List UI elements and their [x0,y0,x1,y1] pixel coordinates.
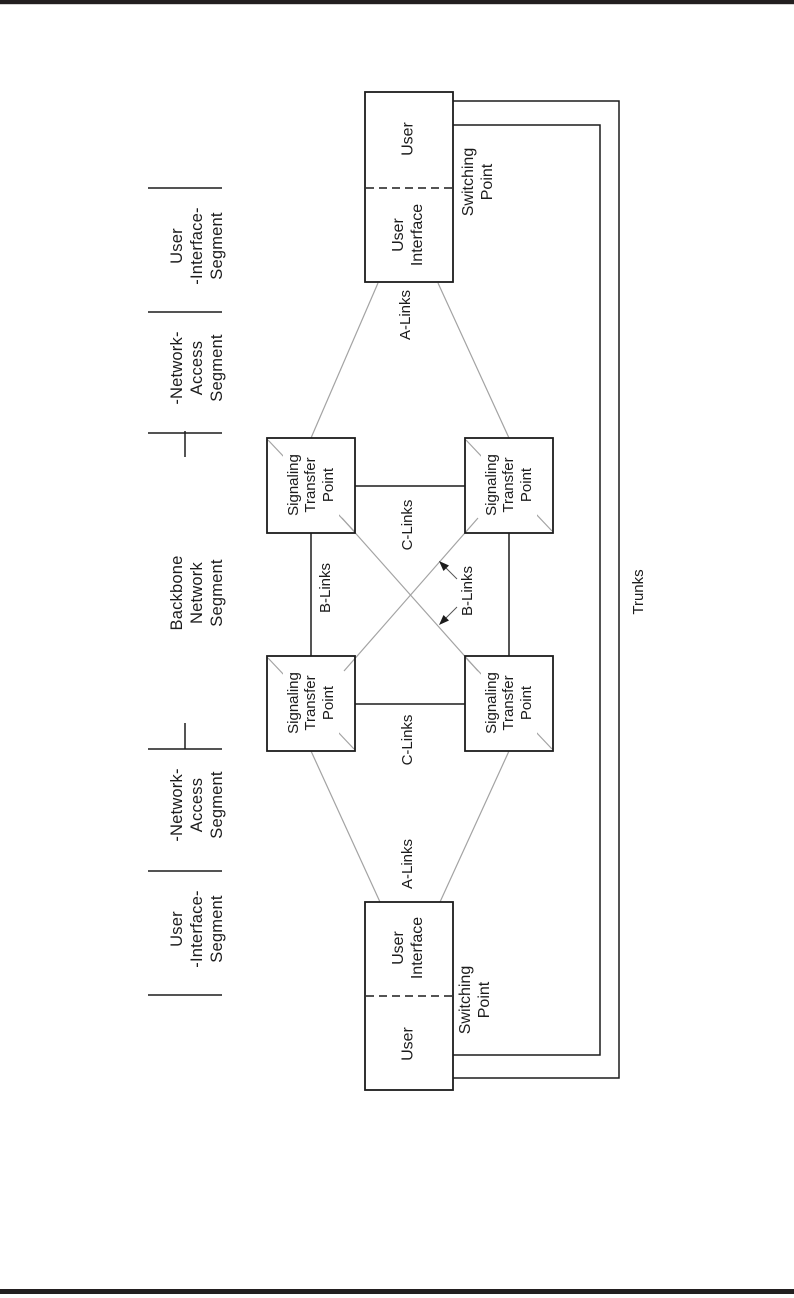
a-links-bottom-label: A-Links [399,838,416,890]
bottom-switching-point-label: Switching Point [457,965,493,1035]
a-link-top-right-line [437,282,510,439]
bottom-page-rule [0,1289,794,1294]
b-link-cross-line-2 [343,517,479,672]
top-box-user-label: User [399,122,417,156]
top-page-rule [0,0,794,5]
a-link-bottom-left-line [310,750,381,903]
segment-label-network-access-top: -Network- Access Segment [168,331,226,405]
arrow-shaft-upper [445,567,458,580]
stp-box-left-top [266,437,356,534]
bottom-switching-point-box [364,901,454,1091]
stp-right-top-label: Signaling Transfer Point [481,446,537,524]
c-links-bottom-label: C-Links [399,714,416,766]
b-link-cross-line-1 [341,517,479,672]
top-switching-point-box [364,91,454,283]
arrowhead-lower [439,615,449,625]
a-link-bottom-right-line [439,750,510,903]
arrow-shaft-lower [445,606,458,619]
top-switching-point-label: Switching Point [460,147,496,217]
stp-left-bottom-label: Signaling Transfer Point [283,664,339,742]
stp-box-left-bottom [266,655,356,752]
segment-separators [148,187,222,996]
segment-label-user-interface-top: User -Interface- Segment [168,207,226,285]
node-boxes [266,91,554,1091]
top-box-user-interface-label: User Interface [390,203,426,267]
bottom-box-user-label: User [399,1027,417,1061]
b-links-left-label: B-Links [317,562,334,614]
segment-label-backbone: Backbone Network Segment [168,555,226,631]
bottom-box-user-interface-label: User Interface [390,916,426,980]
a-links-top-label: A-Links [397,289,414,341]
stp-box-right-top [464,437,554,534]
b-links-pointer-arrows [439,561,458,625]
b-links-cross-label: B-Links [459,565,476,617]
arrowhead-upper [439,561,449,571]
stp-box-right-bottom [464,655,554,752]
straight-links [310,100,620,1079]
stp-left-top-label: Signaling Transfer Point [283,446,339,524]
trunk-outer-line [453,100,620,1079]
stp-right-bottom-label: Signaling Transfer Point [481,664,537,742]
segment-label-network-access-bottom: -Network- Access Segment [168,768,226,842]
trunks-label: Trunks [630,569,647,615]
segment-label-user-interface-bottom: User -Interface- Segment [168,890,226,968]
trunk-inner-line [453,124,601,1056]
a-link-top-left-line [310,282,379,439]
c-links-top-label: C-Links [399,499,416,551]
